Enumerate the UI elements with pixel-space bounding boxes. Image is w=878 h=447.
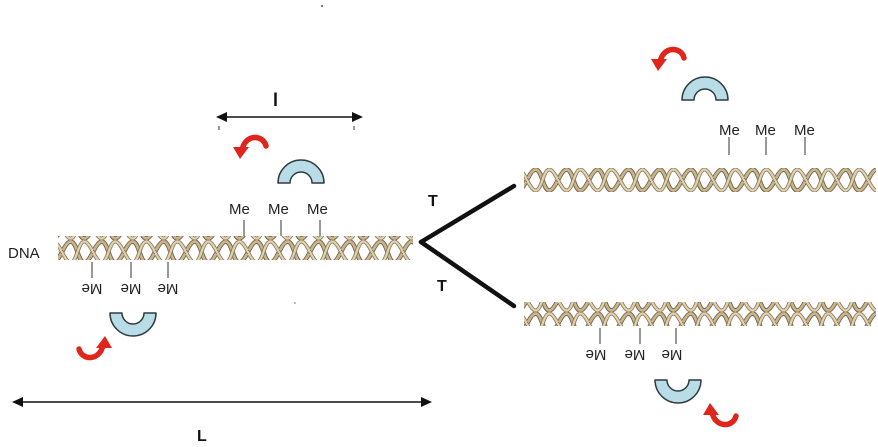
short-length-label: l	[273, 90, 278, 110]
upper-daughter-dna-helix	[524, 168, 876, 192]
methyl-label-inverted: Me	[158, 280, 179, 297]
methyl-label: Me	[307, 201, 328, 218]
methyl-label: Me	[794, 122, 815, 139]
upper-methyl-ticks	[243, 220, 321, 236]
speck	[294, 302, 296, 304]
lower-daughter-dna-helix	[524, 302, 876, 326]
long-length-arrow	[12, 397, 432, 407]
methyl-label: Me	[229, 201, 250, 218]
sliding-clamp-icon	[681, 76, 729, 101]
methyl-label-inverted: Me	[586, 346, 607, 363]
rotation-arrow-icon	[79, 336, 112, 358]
methyl-label: Me	[268, 201, 289, 218]
long-length-label: L	[197, 428, 207, 445]
methyl-label: Me	[719, 122, 740, 139]
rotation-arrow-icon	[233, 137, 266, 159]
rotation-arrow-icon	[703, 403, 736, 425]
methyl-label-inverted: Me	[82, 280, 103, 297]
lower-daughter-methyl-ticks	[599, 328, 677, 344]
sliding-clamp-icon	[109, 312, 157, 337]
replication-fork-lines	[418, 183, 517, 309]
methyl-label: Me	[755, 122, 776, 139]
parent-dna-helix	[58, 236, 413, 260]
methyl-label-inverted: Me	[662, 346, 683, 363]
upper-daughter-methyl-ticks	[728, 137, 806, 155]
sliding-clamp-icon	[277, 159, 325, 184]
sliding-clamp-icon	[654, 379, 702, 404]
rotation-arrow-icon	[651, 49, 684, 71]
speck	[321, 5, 323, 7]
temperature-label-lower: T	[437, 278, 447, 295]
lower-methyl-ticks	[91, 262, 169, 278]
short-length-arrow	[216, 112, 363, 130]
dna-label: DNA	[8, 245, 40, 262]
methyl-label-inverted: Me	[121, 280, 142, 297]
methyl-label-inverted: Me	[625, 346, 646, 363]
temperature-label-upper: T	[428, 193, 438, 210]
